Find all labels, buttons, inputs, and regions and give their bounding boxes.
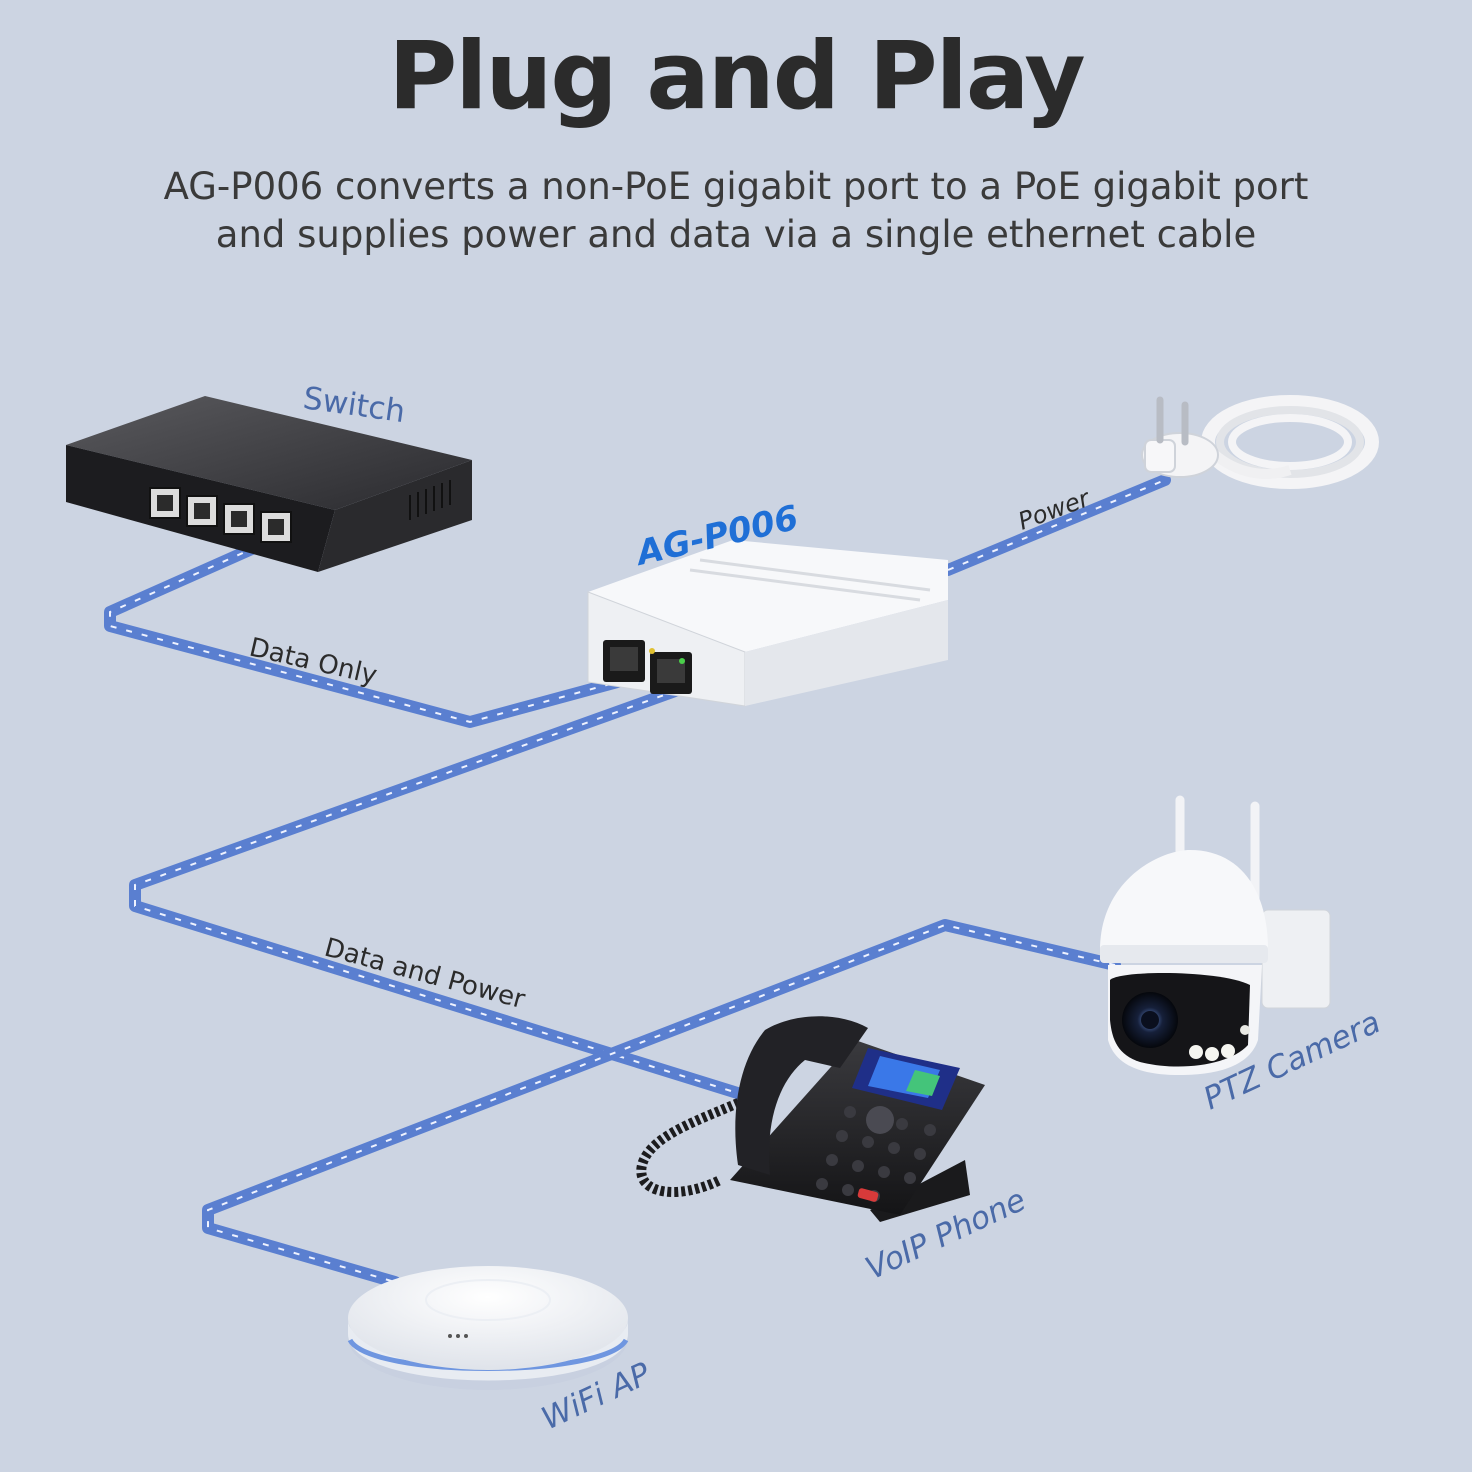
- page-title: Plug and Play: [388, 22, 1085, 131]
- switch-ports: [149, 487, 292, 543]
- cable-camera-ap: [202, 919, 1121, 1288]
- power-cord-device: [1141, 395, 1379, 489]
- switch-device: [66, 396, 472, 572]
- poe-injector-device: [587, 540, 948, 707]
- switch-vents: [409, 480, 451, 520]
- switch-label: Switch: [301, 380, 408, 430]
- injector-ports: [603, 640, 692, 694]
- voip-phone-device: [636, 1016, 985, 1222]
- subtitle-line-2: and supplies power and data via a single…: [215, 213, 1257, 256]
- ptz-camera-device: [1100, 795, 1331, 1075]
- cable-power: [942, 474, 1171, 576]
- wifi-ap-device: [347, 1266, 629, 1390]
- cables: [104, 474, 1171, 1288]
- cable-data-only: [104, 534, 631, 728]
- cable-data-and-power: [129, 684, 766, 1106]
- subtitle-line-1: AG-P006 converts a non-PoE gigabit port …: [163, 165, 1309, 208]
